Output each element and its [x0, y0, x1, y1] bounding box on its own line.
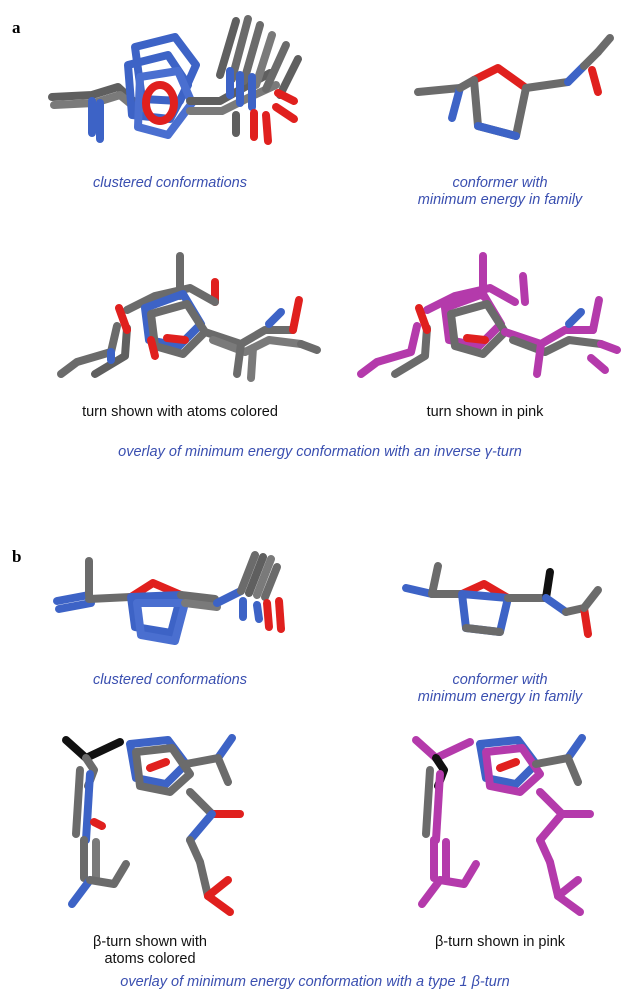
caption-b-conformer-line2: minimum energy in family — [417, 689, 583, 705]
caption-a-conformer-line2: minimum energy in family — [417, 192, 583, 208]
caption-b-turn-pink: β-turn shown in pink — [434, 934, 566, 950]
molecule-a-clustered — [48, 15, 302, 145]
molecule-b-turn-pink — [412, 734, 594, 916]
molecule-b-conformer — [402, 562, 602, 638]
caption-b-conformer: conformer with minimum energy in family — [380, 672, 620, 706]
molecule-b-turn-atoms — [62, 734, 244, 916]
caption-a-conformer-line1: conformer with — [452, 175, 548, 191]
molecule-a-conformer — [414, 34, 614, 140]
molecule-a-turn-atoms — [57, 252, 321, 382]
caption-a-conformer: conformer with minimum energy in family — [380, 175, 620, 209]
caption-b-turn-atoms-line2: atoms colored — [104, 951, 196, 967]
molecule-b-clustered — [53, 551, 285, 645]
caption-a-overlay: overlay of minimum energy conformation w… — [118, 444, 522, 460]
panel-label-a: a — [12, 18, 21, 37]
caption-b-conformer-line1: conformer with — [452, 672, 548, 688]
molecule-a-turn-pink — [357, 252, 621, 378]
caption-b-clustered: clustered conformations — [93, 672, 247, 688]
caption-a-clustered: clustered conformations — [93, 175, 247, 191]
caption-b-turn-atoms: β-turn shown with atoms colored — [60, 934, 240, 968]
caption-b-overlay: overlay of minimum energy conformation w… — [120, 974, 510, 990]
caption-a-turn-pink: turn shown in pink — [426, 404, 544, 420]
caption-b-turn-atoms-line1: β-turn shown with — [93, 934, 207, 950]
panel-label-b: b — [12, 547, 22, 566]
caption-a-turn-atoms: turn shown with atoms colored — [82, 404, 278, 420]
